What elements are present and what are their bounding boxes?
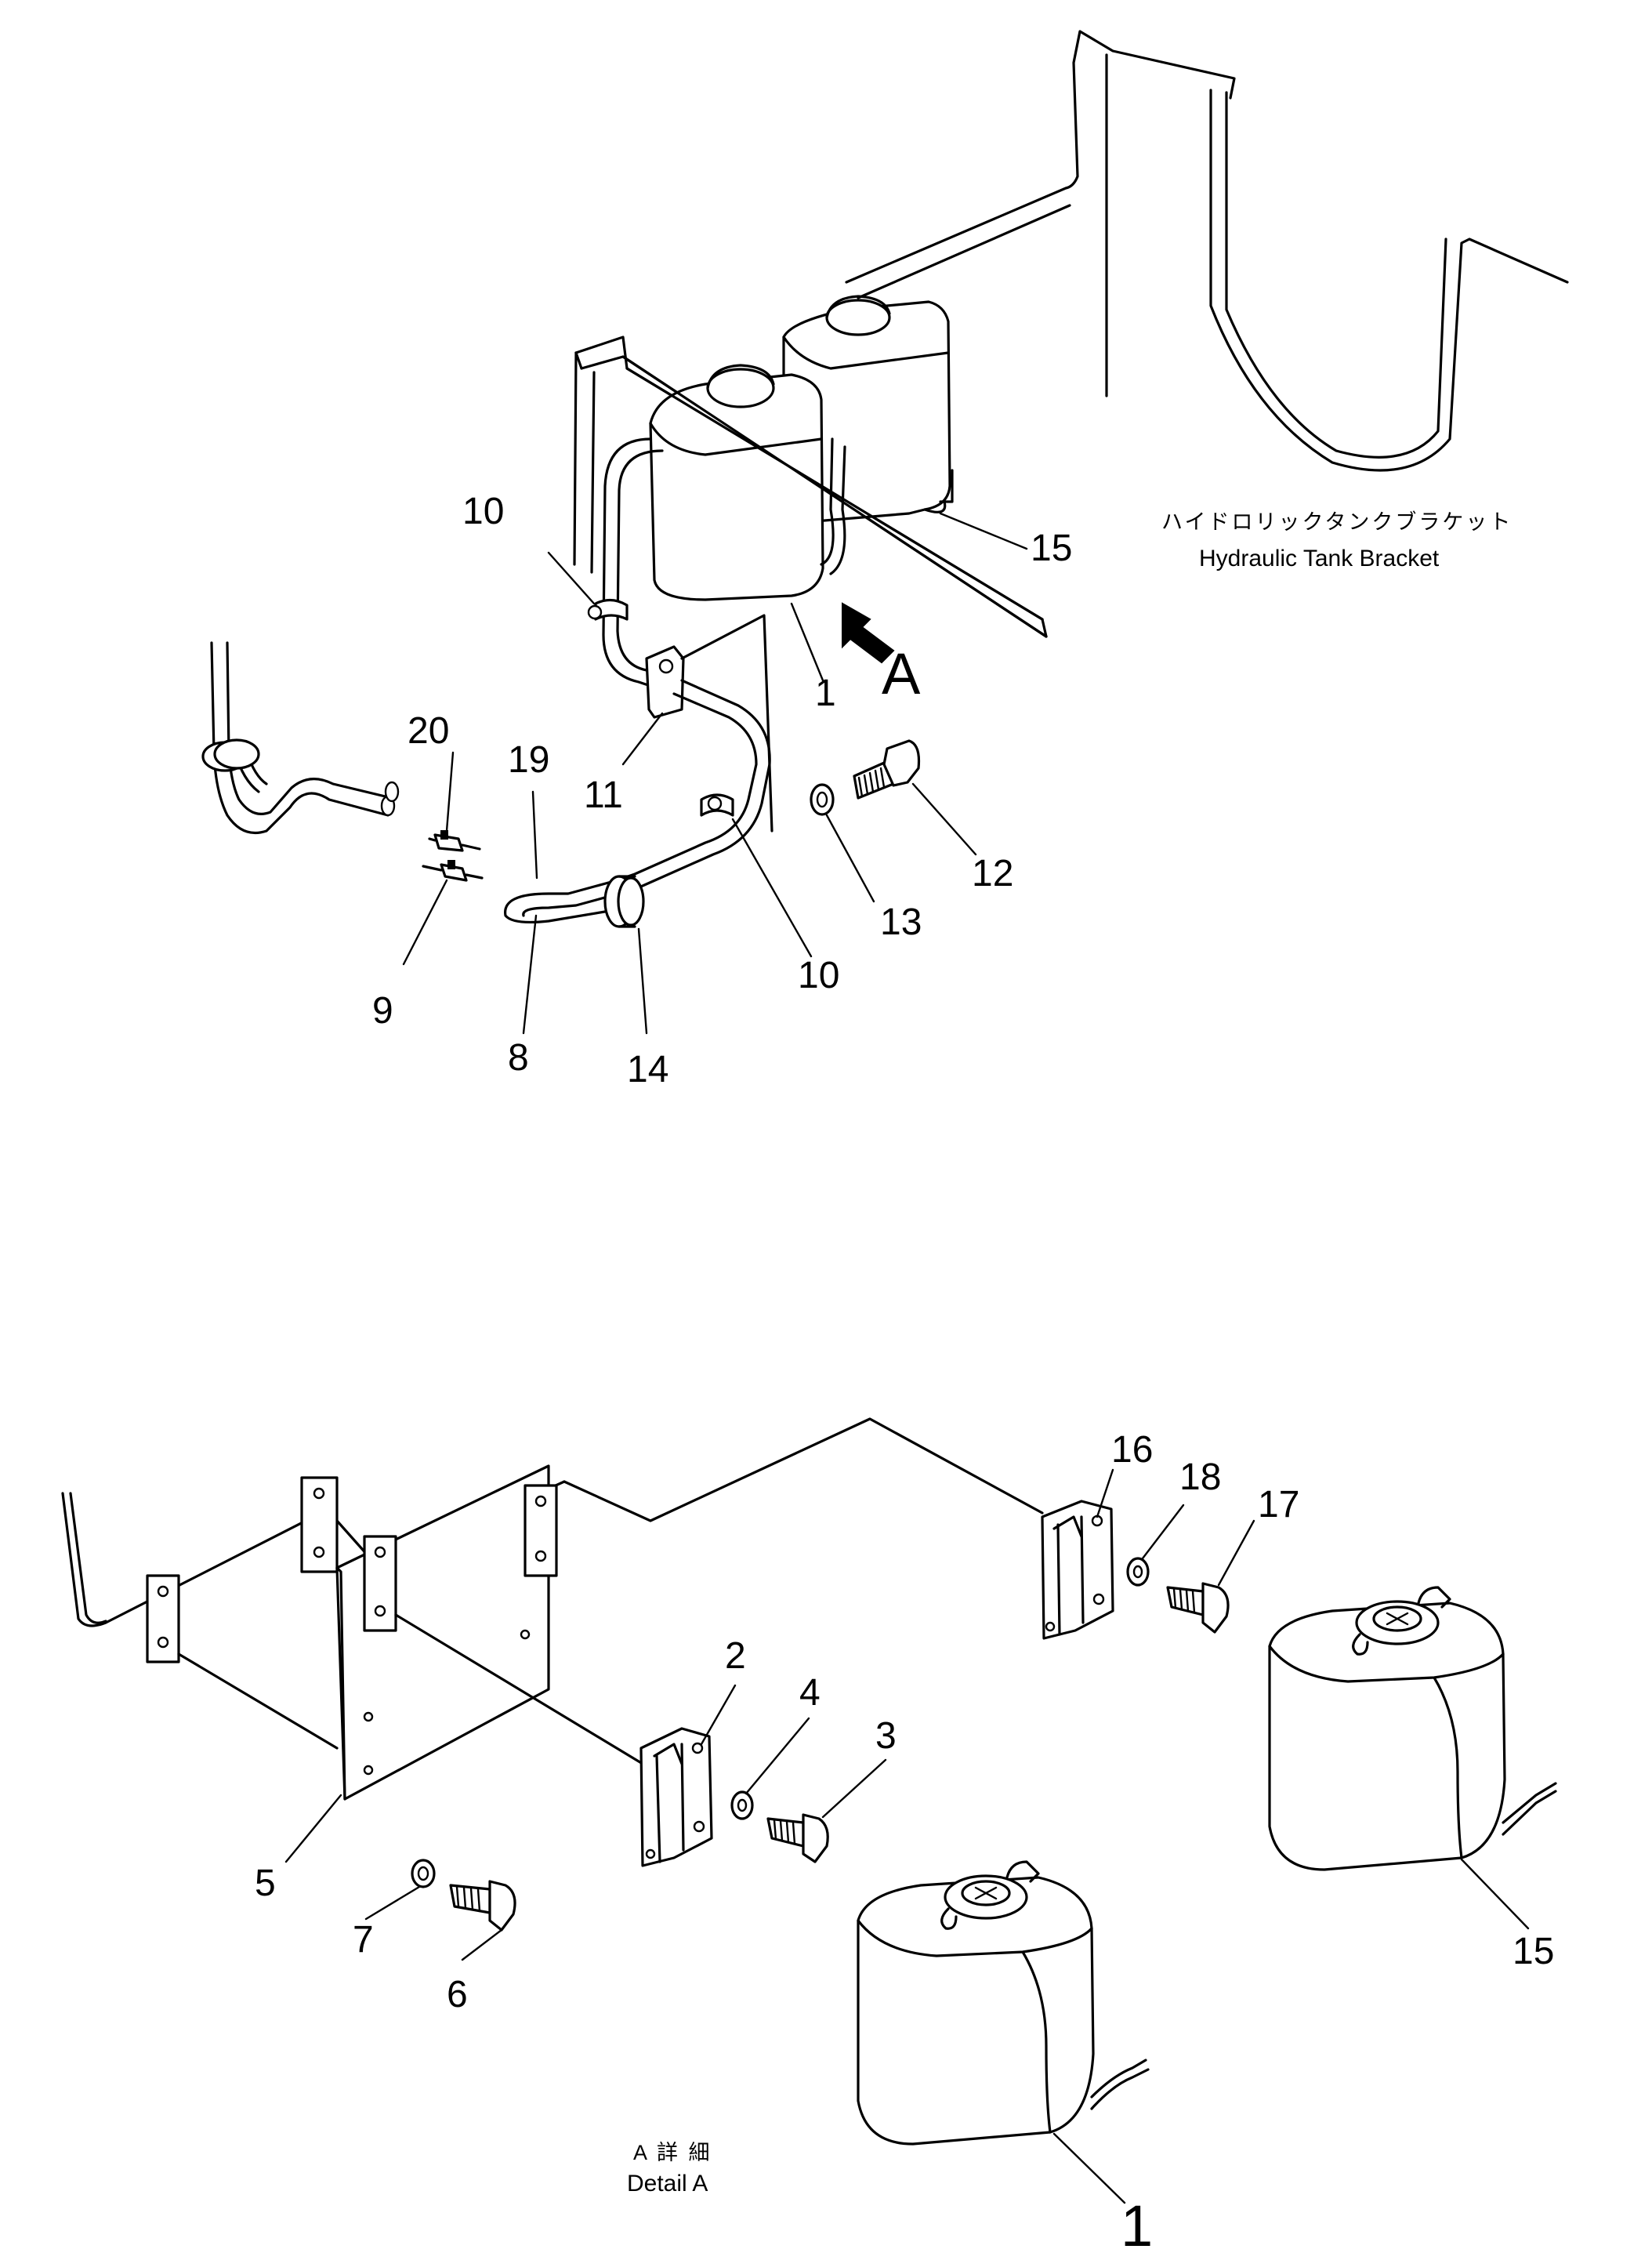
tank-holder-16 — [1041, 1500, 1114, 1640]
reservoir-tank-15 — [782, 295, 951, 523]
reservoir-tank-1 — [649, 364, 824, 601]
detail-tank-1 — [857, 1860, 1150, 2146]
callout-1: 1 — [815, 673, 836, 714]
callout-4: 4 — [799, 1672, 821, 1714]
bolt-17 — [1166, 1582, 1230, 1634]
tank-hoses — [602, 437, 954, 695]
connector-20 — [428, 830, 481, 852]
callout-18: 18 — [1179, 1456, 1221, 1498]
bracket-label: ハイドロリックタンクブラケット Hydraulic Tank Bracket — [1161, 510, 1513, 571]
washer-4 — [730, 1790, 754, 1820]
machine-frame — [845, 30, 1569, 472]
bolt-3 — [766, 1813, 829, 1863]
mounting-plate-5 — [177, 1464, 644, 1801]
grommet-14 — [603, 875, 645, 928]
bracket-label-en: Hydraulic Tank Bracket — [1199, 546, 1440, 571]
detail-a-title: A 詳 細 Detail A — [627, 2141, 712, 2197]
callout-8: 8 — [508, 1037, 529, 1079]
frame-tab-middle — [300, 1476, 339, 1573]
callout-17: 17 — [1258, 1484, 1299, 1525]
washer-18 — [1126, 1557, 1150, 1587]
connector-9 — [422, 860, 484, 882]
detail-title-en: Detail A — [627, 2171, 708, 2197]
callout-15: 15 — [1031, 528, 1072, 569]
detail-a-view: 16 18 17 2 4 3 5 7 6 15 1 A 詳 細 Detail A — [61, 1417, 1557, 2258]
tank-bracket-bar-front — [621, 355, 1048, 638]
upper-callouts: 10 15 1 11 20 19 12 13 10 9 8 14 A — [372, 491, 1072, 1090]
bolt-6 — [449, 1880, 516, 1932]
detail-callouts: 16 18 17 2 4 3 5 7 6 15 1 — [255, 1429, 1554, 2258]
callout-10a: 10 — [462, 491, 504, 532]
callout-16: 16 — [1111, 1429, 1153, 1471]
washer-7 — [411, 1859, 436, 1888]
callout-11: 11 — [584, 774, 623, 816]
detail-title-jp: A 詳 細 — [633, 2141, 712, 2164]
frame-tab-left — [146, 1574, 180, 1663]
callout-15-detail: 15 — [1513, 1931, 1554, 1972]
callout-20: 20 — [408, 710, 449, 752]
view-a-arrow — [842, 602, 895, 664]
hose-clamp-11 — [645, 645, 685, 719]
callout-1-detail: 1 — [1121, 2193, 1153, 2256]
view-a-label: A — [882, 641, 921, 706]
detail-tank-15 — [1268, 1586, 1557, 1871]
callout-9: 9 — [372, 990, 393, 1032]
callout-6: 6 — [447, 1974, 468, 2015]
hose-clip-upper — [587, 598, 629, 621]
wire-harness-left — [201, 641, 400, 835]
callout-19: 19 — [508, 739, 549, 781]
washer-13 — [810, 783, 835, 816]
callout-2: 2 — [725, 1635, 746, 1677]
callout-5: 5 — [255, 1863, 276, 1904]
hose-clip-lower — [700, 793, 734, 817]
callout-7: 7 — [353, 1919, 374, 1961]
mounting-plate-line — [680, 614, 773, 833]
tank-holder-2 — [639, 1727, 713, 1867]
upper-leaders — [402, 512, 1028, 1035]
callout-14: 14 — [627, 1049, 668, 1090]
callout-3: 3 — [875, 1715, 897, 1757]
bracket-label-jp: ハイドロリックタンクブラケット — [1161, 510, 1513, 534]
bolt-12 — [853, 739, 921, 800]
callout-13: 13 — [880, 901, 922, 943]
upper-assembly-view: 10 15 1 11 20 19 12 13 10 9 8 14 A ハイドロリ… — [201, 30, 1569, 1090]
callout-12: 12 — [972, 853, 1013, 894]
detail-leaders — [284, 1468, 1530, 2204]
callout-10b: 10 — [798, 955, 839, 996]
